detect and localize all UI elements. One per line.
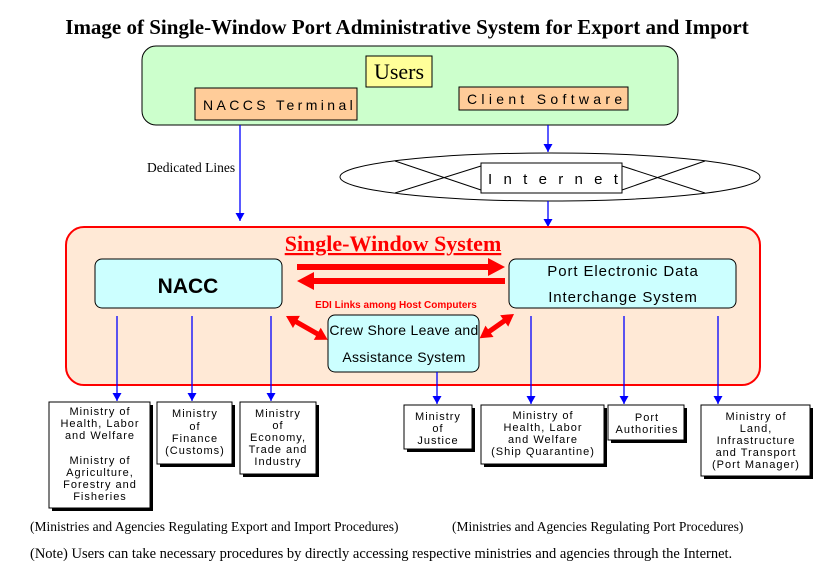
ministry-line: Trade and	[249, 444, 308, 456]
ministry-line: Infrastructure	[717, 435, 796, 447]
ministry-line: (Port Manager)	[712, 459, 800, 471]
ministry-line: Ministry of	[69, 406, 130, 418]
ministry-box-mlit: Ministry of Land, Infrastructure and Tra…	[700, 404, 813, 479]
nacc-box	[94, 258, 283, 309]
port-crew-link-arrow	[479, 314, 514, 339]
ministry-line: Ministry	[255, 408, 301, 420]
crew-system-box	[327, 314, 480, 373]
ministry-line: and Transport	[716, 447, 797, 459]
client-software-box	[458, 86, 629, 111]
ministry-line: Ministry of	[725, 411, 786, 423]
internet-network-line	[394, 165, 482, 194]
ministry-line: Health, Labor	[503, 422, 582, 434]
ministry-box-meti: Ministry of Economy, Trade and Industry	[239, 401, 319, 477]
ministry-line: Fisheries	[73, 491, 127, 503]
ministry-line: Ministry	[172, 408, 218, 420]
ministry-line: Ministry	[415, 411, 461, 423]
crew-system-label-line: Assistance System	[342, 349, 465, 365]
ministry-line: (Customs)	[165, 445, 225, 457]
edi-links-label: EDI Links among Host Computers	[315, 300, 477, 311]
ministry-line: Forestry and	[63, 479, 137, 491]
ministry-connectors	[112, 316, 723, 404]
box-frame	[156, 401, 233, 465]
edi-link-arrow-left	[297, 272, 505, 290]
ministry-line: of	[432, 423, 443, 435]
port-edi-box	[508, 258, 737, 309]
box-frame	[480, 404, 605, 465]
ministry-line: Land,	[740, 423, 773, 435]
client-software-label: Client Software	[467, 91, 626, 107]
ministry-line: Agriculture,	[66, 467, 134, 479]
box-frame	[607, 404, 685, 441]
ministry-line: Port	[635, 412, 659, 424]
ministry-box-mhlw-quarantine: Ministry of Health, Labor and Welfare (S…	[480, 404, 607, 467]
ministry-line: Finance	[172, 433, 218, 445]
box-frame	[239, 401, 317, 475]
ministry-line: Ministry of	[512, 410, 573, 422]
naccs-terminal-label: NACCS Terminal	[203, 97, 356, 113]
ministry-box-justice: Ministry of Justice	[403, 404, 475, 452]
internet-network-line	[621, 165, 706, 194]
ministry-line: of	[189, 421, 200, 433]
ministry-line: Justice	[417, 435, 458, 447]
users-area: Users NACCS Terminal Client Software	[141, 45, 679, 126]
caption-port: (Ministries and Agencies Regulating Port…	[452, 519, 743, 534]
ministry-line: (Ship Quarantine)	[491, 446, 595, 458]
ministry-line: Industry	[254, 456, 301, 468]
internet-box	[480, 162, 623, 194]
diagram-title: Image of Single-Window Port Administrati…	[65, 15, 748, 39]
box-frame	[403, 404, 473, 450]
users-label: Users	[374, 59, 424, 84]
caption-export-import: (Ministries and Agencies Regulating Expo…	[30, 519, 399, 534]
naccs-terminal-box	[194, 87, 358, 121]
ministry-box-finance: Ministry of Finance (Customs)	[156, 401, 235, 467]
dedicated-lines-label: Dedicated Lines	[147, 160, 235, 175]
internet-label: Internet	[488, 171, 629, 188]
ministry-line: and Welfare	[508, 434, 578, 446]
footnote: (Note) Users can take necessary procedur…	[30, 546, 732, 562]
box-frame	[700, 404, 811, 477]
ministry-line: of	[272, 420, 283, 432]
single-window-system: Single-Window System NACC Port Electroni…	[65, 226, 761, 386]
crew-system-label-line: Crew Shore Leave and	[329, 322, 478, 338]
edi-link-arrow-right	[297, 258, 505, 276]
nacc-label: NACC	[158, 275, 219, 298]
internet-network-line	[621, 160, 706, 191]
internet-cloud: Internet	[339, 152, 761, 202]
ministry-line: Health, Labor	[60, 418, 139, 430]
single-window-title: Single-Window System	[285, 231, 502, 256]
ministry-line: and Welfare	[65, 430, 135, 442]
ministry-line: Authorities	[616, 424, 679, 436]
box-frame	[48, 401, 151, 509]
internet-network-line	[394, 160, 482, 191]
port-edi-label-line: Interchange System	[548, 289, 698, 306]
port-edi-label-line: Port Electronic Data	[547, 263, 698, 280]
ministry-line: Economy,	[250, 432, 306, 444]
ministry-box-port-authorities: Port Authorities	[607, 404, 687, 443]
users-box	[365, 55, 433, 88]
ministry-box-mhlw-maff: Ministry of Health, Labor and Welfare Mi…	[48, 401, 153, 511]
ministry-line: Ministry of	[69, 455, 130, 467]
nacc-crew-link-arrow	[286, 315, 328, 340]
